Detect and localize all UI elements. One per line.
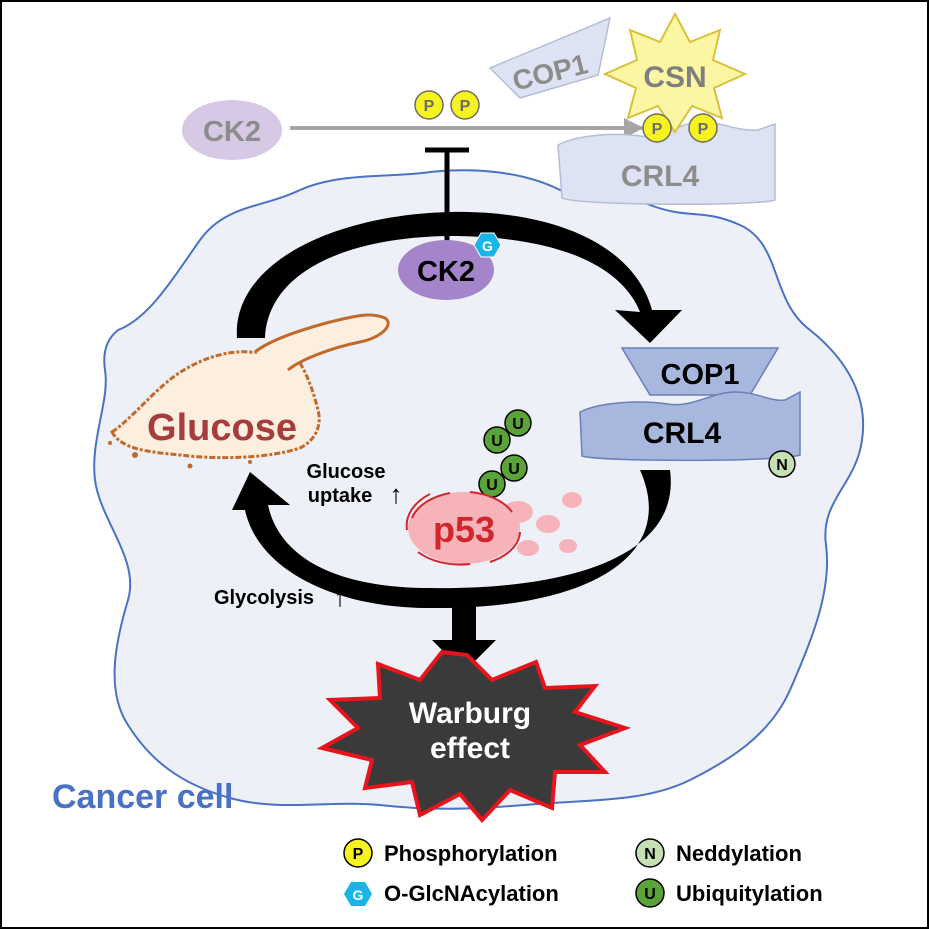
- p53-label: p53: [433, 509, 495, 550]
- legend-ubiq-mark: U: [635, 878, 665, 908]
- ck2-label: CK2: [417, 256, 475, 288]
- nedd-mark: N: [768, 450, 796, 478]
- crl4-label: CRL4: [643, 417, 722, 450]
- ubiq-mark-3: U: [500, 454, 528, 482]
- glucose-label: Glucose: [147, 407, 297, 449]
- legend-ubiq-label: Ubiquitylation: [676, 881, 823, 906]
- ck2-faded-node: [182, 100, 282, 160]
- legend-glcnac-label: O-GlcNAcylation: [384, 881, 559, 906]
- legend-glcnac-mark: G: [344, 882, 372, 906]
- ck2-faded-label: CK2: [203, 116, 261, 148]
- legend-phospho-label: Phosphorylation: [384, 841, 558, 866]
- svg-text:P: P: [424, 98, 435, 115]
- phospho-mark-top-2: P: [450, 90, 480, 120]
- glycolysis-up-arrow: ↑: [334, 582, 347, 612]
- ubiq-mark-2: U: [504, 409, 532, 437]
- glucose-uptake-line2: uptake: [308, 485, 372, 507]
- warburg-burst: [316, 649, 632, 824]
- glcnac-mark: G: [473, 232, 502, 258]
- ubiq-mark-1: U: [483, 426, 511, 454]
- svg-text:G: G: [482, 238, 493, 254]
- svg-text:P: P: [698, 121, 709, 138]
- svg-text:P: P: [652, 121, 663, 138]
- glucose-uptake-line1: Glucose: [307, 461, 386, 483]
- svg-text:U: U: [486, 477, 498, 494]
- cancer-cell-label: Cancer cell: [52, 778, 233, 816]
- glycolysis-label: Glycolysis: [214, 587, 314, 609]
- svg-text:U: U: [512, 416, 524, 433]
- csn-node: [602, 11, 748, 134]
- phospho-mark-crl4-2: P: [688, 113, 718, 143]
- p53-node: [405, 491, 521, 566]
- svg-text:G: G: [353, 887, 364, 903]
- cop1-label: COP1: [661, 359, 740, 391]
- ck2-node: [398, 240, 494, 300]
- glucose-pile: [108, 313, 390, 469]
- legend-nedd-mark: N: [635, 838, 665, 868]
- legend: P Phosphorylation G O-GlcNAcylation N Ne…: [343, 838, 823, 908]
- svg-text:U: U: [508, 461, 520, 478]
- ubiq-mark-4: U: [478, 470, 506, 498]
- warburg-line2: effect: [430, 732, 510, 765]
- phospho-mark-top-1: P: [414, 90, 444, 120]
- cycle-arrow-top: [236, 211, 683, 343]
- cancer-cell-membrane: [93, 169, 865, 810]
- svg-text:N: N: [644, 846, 656, 863]
- svg-text:P: P: [460, 98, 471, 115]
- svg-text:N: N: [776, 457, 788, 474]
- svg-text:U: U: [491, 433, 503, 450]
- csn-label: CSN: [643, 61, 706, 94]
- crl4-faded-label: CRL4: [621, 160, 700, 193]
- crl4-node: [579, 390, 801, 462]
- warburg-line1: Warburg: [409, 697, 531, 730]
- legend-phospho-mark: P: [343, 838, 373, 868]
- svg-text:P: P: [353, 846, 364, 863]
- cop1-faded-node: [488, 16, 612, 99]
- glucose-uptake-up-arrow: ↑: [390, 479, 403, 509]
- phospho-mark-crl4-1: P: [642, 113, 672, 143]
- crl4-faded-node: [557, 121, 776, 206]
- legend-nedd-label: Neddylation: [676, 841, 802, 866]
- svg-text:U: U: [644, 886, 656, 903]
